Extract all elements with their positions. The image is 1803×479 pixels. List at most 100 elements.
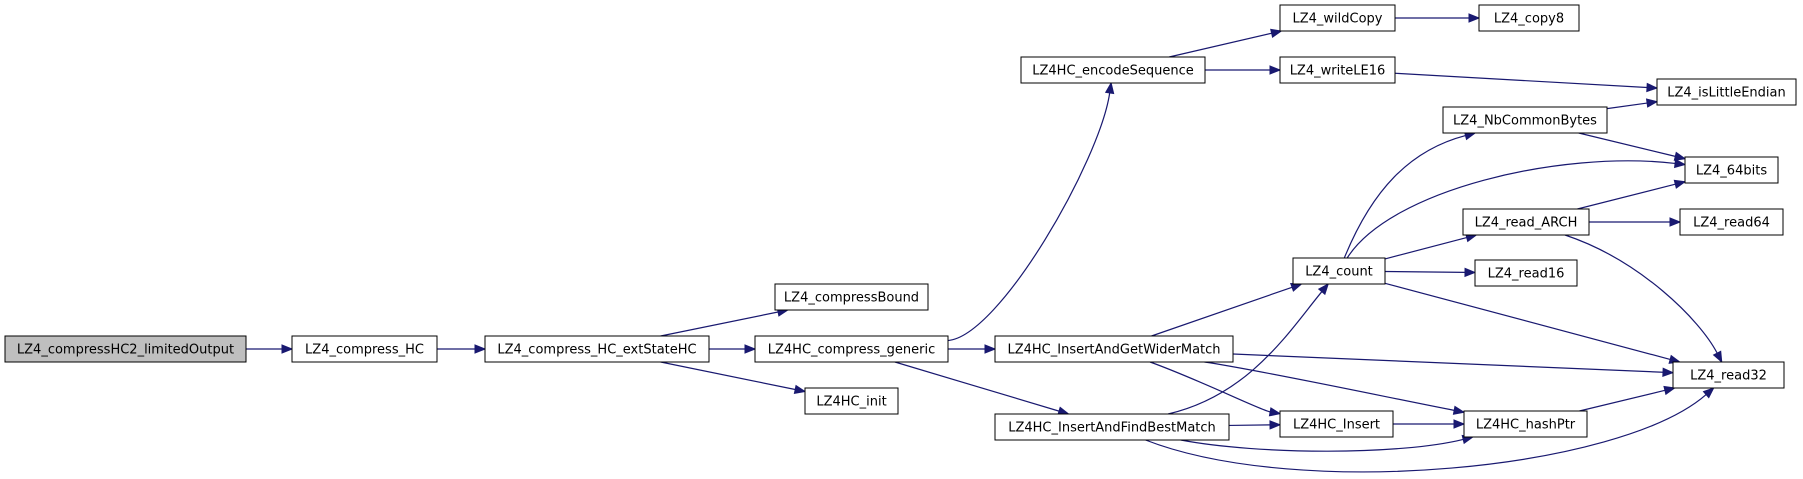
node-box bbox=[994, 413, 1230, 441]
arrow-head-icon bbox=[1452, 405, 1466, 415]
edge-ext-to-bound bbox=[660, 307, 790, 337]
arrow-head-icon bbox=[1269, 420, 1282, 430]
node-box bbox=[1292, 257, 1386, 285]
edge-ext-to-init bbox=[660, 361, 807, 395]
node-ins[interactable]: LZ4HC_Insert bbox=[1279, 410, 1394, 438]
node-wild[interactable]: LZ4_wildCopy bbox=[1279, 4, 1396, 32]
node-box bbox=[1656, 78, 1797, 106]
node-wide[interactable]: LZ4HC_InsertAndGetWiderMatch bbox=[994, 335, 1234, 363]
arrow-head-icon bbox=[1290, 282, 1303, 292]
edge-count-to-r16 bbox=[1384, 267, 1477, 278]
node-label: LZ4HC_init bbox=[816, 395, 886, 410]
node-box bbox=[1020, 56, 1206, 84]
node-chc[interactable]: LZ4_compress_HC bbox=[291, 335, 438, 363]
edge-enc-to-wle bbox=[1205, 65, 1282, 75]
edge-line bbox=[1579, 389, 1666, 412]
node-box bbox=[4, 335, 247, 363]
node-label: LZ4HC_InsertAndGetWiderMatch bbox=[1007, 343, 1220, 358]
node-arch[interactable]: LZ4_read_ARCH bbox=[1462, 208, 1590, 236]
node-label: LZ4_count bbox=[1305, 265, 1373, 280]
node-b64[interactable]: LZ4_64bits bbox=[1684, 156, 1779, 184]
nodes-layer: LZ4_compressHC2_limitedOutput LZ4_compres… bbox=[4, 4, 1797, 441]
node-label: LZ4_compress_HC bbox=[305, 343, 424, 358]
edge-gen-to-best bbox=[894, 361, 1070, 416]
arrow-head-icon bbox=[1674, 158, 1687, 169]
node-box bbox=[1474, 259, 1578, 287]
edge-line bbox=[1167, 291, 1323, 415]
node-gen[interactable]: LZ4HC_compress_generic bbox=[754, 335, 949, 363]
arrow-head-icon bbox=[1269, 65, 1282, 75]
node-box bbox=[1442, 106, 1608, 134]
node-box bbox=[1478, 4, 1580, 32]
node-label: LZ4HC_encodeSequence bbox=[1032, 64, 1193, 79]
arrow-head-icon bbox=[1468, 13, 1481, 23]
arrow-head-icon bbox=[474, 344, 487, 354]
edge-ncb-to-b64 bbox=[1578, 132, 1687, 161]
edge-gen-to-enc bbox=[947, 81, 1115, 342]
edge-root-to-chc bbox=[246, 344, 294, 354]
edge-line bbox=[1578, 132, 1676, 157]
node-r64[interactable]: LZ4_read64 bbox=[1679, 208, 1784, 236]
node-init[interactable]: LZ4HC_init bbox=[804, 387, 899, 415]
node-label: LZ4HC_Insert bbox=[1293, 418, 1380, 433]
edge-arch-to-r64 bbox=[1589, 217, 1682, 227]
node-enc[interactable]: LZ4HC_encodeSequence bbox=[1020, 56, 1206, 84]
node-ext[interactable]: LZ4_compress_HC_extStateHC bbox=[484, 335, 710, 363]
edge-arch-to-r32 bbox=[1564, 234, 1723, 364]
edge-line bbox=[1228, 424, 1271, 427]
edge-wide-to-ins bbox=[1149, 361, 1282, 417]
arrow-head-icon bbox=[1673, 151, 1687, 161]
node-box bbox=[291, 335, 438, 363]
node-best[interactable]: LZ4HC_InsertAndFindBestMatch bbox=[994, 413, 1230, 441]
edge-hash-to-r32 bbox=[1579, 385, 1676, 412]
node-ncb[interactable]: LZ4_NbCommonBytes bbox=[1442, 106, 1608, 134]
edge-line bbox=[1394, 72, 1648, 89]
arrow-head-icon bbox=[1104, 81, 1115, 95]
edge-arch-to-b64 bbox=[1577, 179, 1687, 210]
arrow-head-icon bbox=[1270, 28, 1283, 38]
node-box bbox=[1279, 56, 1396, 84]
arrow-head-icon bbox=[1673, 179, 1687, 189]
edge-line bbox=[660, 361, 796, 391]
edge-line bbox=[1384, 236, 1467, 260]
node-box bbox=[484, 335, 710, 363]
edge-line bbox=[660, 311, 779, 337]
arrow-head-icon bbox=[744, 344, 757, 354]
node-label: LZ4_isLittleEndian bbox=[1667, 86, 1786, 101]
node-label: LZ4_NbCommonBytes bbox=[1453, 114, 1597, 129]
edge-chc-to-ext bbox=[437, 344, 487, 354]
edge-line bbox=[894, 361, 1060, 412]
node-label: LZ4_compressBound bbox=[784, 291, 919, 306]
node-r16[interactable]: LZ4_read16 bbox=[1474, 259, 1578, 287]
node-label: LZ4_wildCopy bbox=[1292, 12, 1382, 27]
arrow-head-icon bbox=[1646, 82, 1659, 93]
node-copy8[interactable]: LZ4_copy8 bbox=[1478, 4, 1580, 32]
edge-line bbox=[1346, 160, 1676, 259]
edge-line bbox=[1145, 394, 1707, 473]
node-hash[interactable]: LZ4HC_hashPtr bbox=[1463, 410, 1588, 438]
node-isle[interactable]: LZ4_isLittleEndian bbox=[1656, 78, 1797, 106]
node-wle[interactable]: LZ4_writeLE16 bbox=[1279, 56, 1396, 84]
node-box bbox=[1279, 4, 1396, 32]
node-bound[interactable]: LZ4_compressBound bbox=[774, 283, 929, 311]
arrow-head-icon bbox=[1464, 267, 1477, 278]
edge-line bbox=[1606, 102, 1648, 110]
node-label: LZ4_compressHC2_limitedOutput bbox=[17, 343, 234, 358]
arrow-head-icon bbox=[1669, 217, 1682, 227]
arrow-head-icon bbox=[984, 344, 997, 354]
edge-line bbox=[1180, 438, 1464, 452]
arrow-head-icon bbox=[1317, 282, 1330, 296]
arrow-head-icon bbox=[1453, 419, 1466, 429]
node-count[interactable]: LZ4_count bbox=[1292, 257, 1386, 285]
edge-line bbox=[1151, 286, 1293, 337]
arrow-head-icon bbox=[1662, 367, 1675, 377]
node-root[interactable]: LZ4_compressHC2_limitedOutput bbox=[4, 335, 247, 363]
edge-line bbox=[1384, 282, 1671, 360]
node-box bbox=[1463, 410, 1588, 438]
node-label: LZ4_copy8 bbox=[1494, 12, 1564, 27]
edge-wide-to-hash bbox=[1204, 361, 1466, 415]
node-label: LZ4_compress_HC_extStateHC bbox=[497, 343, 696, 358]
node-box bbox=[1279, 410, 1394, 438]
node-r32[interactable]: LZ4_read32 bbox=[1672, 361, 1785, 389]
arrow-head-icon bbox=[1663, 385, 1676, 396]
